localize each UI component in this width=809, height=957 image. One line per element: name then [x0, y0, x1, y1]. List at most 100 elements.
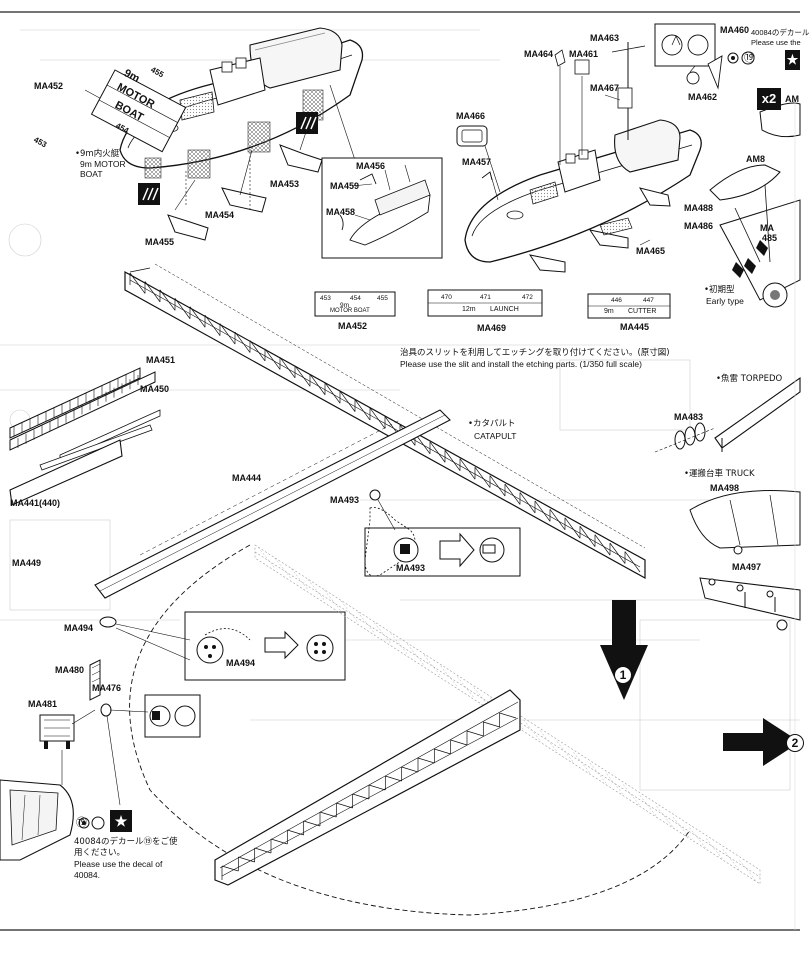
label-ma464: MA464 — [524, 49, 554, 59]
truck-drawing — [689, 490, 801, 631]
early-type-en: Early type — [706, 296, 744, 306]
label-ma497: MA497 — [732, 562, 762, 572]
slit-instruction-en: Please use the slit and install the etch… — [400, 359, 642, 369]
decal-num-top: ⑲ — [744, 52, 755, 64]
decal-icon-group-top — [727, 51, 755, 65]
label-ma480: MA480 — [55, 665, 85, 675]
label-ma456: MA456 — [356, 161, 386, 171]
decal-bottom-2: 用ください。 — [74, 848, 126, 858]
launch-boat-assembly — [456, 23, 723, 273]
ma493-detail — [364, 489, 521, 577]
label-ma498: MA498 — [710, 483, 740, 493]
label-ma493: MA493 — [330, 495, 360, 505]
ma494-detail — [99, 611, 346, 681]
label-ma486: MA486 — [684, 221, 714, 231]
label-ma454: MA454 — [205, 210, 235, 220]
plate-469-c: 472 — [522, 294, 533, 301]
label-ma493b: MA493 — [396, 563, 426, 573]
label-ma459: MA459 — [330, 181, 360, 191]
plate-469-d: 12m — [462, 306, 476, 313]
catapult-jp: •カタパルト — [468, 419, 516, 429]
torpedo-label: •魚雷 TORPEDO — [716, 374, 783, 384]
label-ma455: MA455 — [145, 237, 175, 247]
label-ma449: MA449 — [12, 558, 42, 568]
label-ma462: MA462 — [688, 92, 718, 102]
label-ma451: MA451 — [146, 355, 176, 365]
plate-452-a: 453 — [320, 295, 331, 302]
plate-445-c: 9m — [604, 308, 614, 315]
plate-445-d: CUTTER — [628, 308, 657, 315]
truck-label: •運搬台車 TRUCK — [684, 469, 755, 479]
decal-bottom-3: Please use the decal of — [74, 859, 163, 869]
background-ghost-lines — [0, 29, 800, 791]
label-ma488: MA488 — [684, 203, 714, 213]
label-ma452: MA452 — [34, 81, 64, 91]
star-badge-top: ★ — [785, 50, 800, 70]
label-ma485-b: 485 — [762, 233, 778, 243]
early-type-jp: •初期型 — [704, 285, 735, 295]
step-2-badge: 2 — [786, 734, 804, 752]
catapult-rail-ma444 — [94, 409, 451, 599]
label-ma441: MA441(440) — [10, 498, 61, 508]
label-ma483: MA483 — [674, 412, 704, 422]
left-rails — [9, 367, 161, 506]
ma481-assembly — [0, 659, 201, 861]
plate-469-a: 470 — [441, 294, 452, 301]
plate-445-a: 446 — [611, 297, 622, 304]
catapult-truss-lower — [214, 689, 521, 886]
label-ma461: MA461 — [569, 49, 599, 59]
label-ma494: MA494 — [64, 623, 94, 633]
plate-445-b: 447 — [643, 297, 654, 304]
label-ma458: MA458 — [326, 207, 356, 217]
step-1-badge: 1 — [614, 666, 632, 684]
full-scale-plates — [314, 289, 671, 319]
motor-boat-en2: BOAT — [80, 169, 103, 179]
decal-num-bottom: ⑲ — [76, 817, 87, 829]
star-badge-bottom: ★ — [110, 810, 132, 832]
label-ma460: MA460 — [720, 25, 750, 35]
motor-boat-assembly — [84, 27, 364, 241]
decal-bottom-1: 40084のデカール⑲をご使 — [74, 837, 178, 847]
label-ma485-a: MA — [760, 223, 774, 233]
label-ma494b: MA494 — [226, 658, 256, 668]
step-1-arrow — [600, 600, 648, 700]
decal-bottom-4: 40084. — [74, 870, 100, 880]
decal-top-en: Please use the — [751, 38, 801, 47]
label-ma450: MA450 — [140, 384, 170, 394]
label-ma467: MA467 — [590, 83, 620, 93]
label-am-partial: AM — [785, 94, 799, 104]
plate-452-e: MOTOR BOAT — [330, 308, 370, 314]
torpedo-drawing — [654, 376, 801, 453]
plate-452-c: 455 — [377, 295, 388, 302]
slit-instruction-jp: 治具のスリットを利用してエッチングを取り付けてください。(原寸図) — [400, 348, 670, 358]
x2-badge: x2 — [757, 88, 781, 110]
decal-top-jp: 40084のデカール — [751, 28, 809, 37]
label-am8: AM8 — [746, 154, 766, 164]
plate-469-b: 471 — [480, 294, 491, 301]
plate-452-b: 454 — [350, 295, 361, 302]
label-ma466: MA466 — [456, 111, 486, 121]
label-ma476: MA476 — [92, 683, 122, 693]
step-2-arrow — [723, 718, 800, 766]
catapult-en: CATAPULT — [474, 431, 517, 441]
plate-452-d: 9m — [340, 302, 350, 309]
label-ma469: MA469 — [477, 323, 507, 333]
label-ma453: MA453 — [270, 179, 300, 189]
ghost-cells — [257, 546, 757, 882]
truss-cells-upper — [129, 272, 641, 573]
label-ma463: MA463 — [590, 33, 620, 43]
catapult-callout-arc — [129, 544, 691, 916]
label-ma444: MA444 — [232, 473, 262, 483]
rail-teeth — [13, 370, 139, 448]
label-ma452b: MA452 — [338, 321, 368, 331]
motor-boat-en: 9m MOTOR — [80, 159, 126, 169]
motor-boat-jp: •9m内火艇 — [75, 149, 120, 159]
label-ma481: MA481 — [28, 699, 58, 709]
ma456-inset — [321, 157, 443, 259]
plate-469-e: LAUNCH — [490, 306, 519, 313]
truss-cells-lower — [221, 712, 517, 880]
label-ma445: MA445 — [620, 322, 650, 332]
label-ma457: MA457 — [462, 157, 492, 167]
label-ma465: MA465 — [636, 246, 666, 256]
